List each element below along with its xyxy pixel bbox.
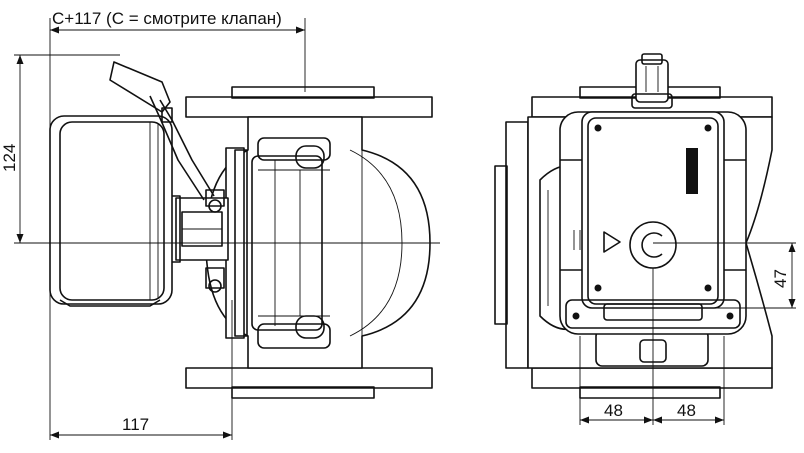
dimension-lines: [14, 18, 796, 440]
front-view: [494, 53, 773, 399]
position-dial: [629, 221, 677, 269]
direction-arrow-icon: [603, 231, 621, 253]
lower-port: [257, 323, 331, 349]
top-flange-collar: [231, 86, 375, 99]
brand-logo: [686, 148, 698, 194]
actuator-lever: [109, 61, 171, 113]
dimension-top-width: C+117 (C = смотрите клапан): [52, 9, 282, 28]
dimension-offset-right: 48: [677, 401, 696, 420]
manual-knob: [635, 59, 669, 103]
upper-port: [257, 137, 331, 161]
dimension-left-height: 124: [0, 144, 19, 172]
dimension-offset-left: 48: [604, 401, 623, 420]
front-side-flange: [505, 121, 529, 369]
bottom-flange: [185, 367, 433, 389]
top-flange: [185, 96, 433, 118]
dimension-bottom-width: 117: [122, 415, 149, 434]
side-view: [49, 61, 433, 399]
actuator-housing: [49, 115, 173, 305]
front-bottom-flange: [531, 367, 773, 389]
dimension-right-height: 47: [771, 269, 790, 288]
